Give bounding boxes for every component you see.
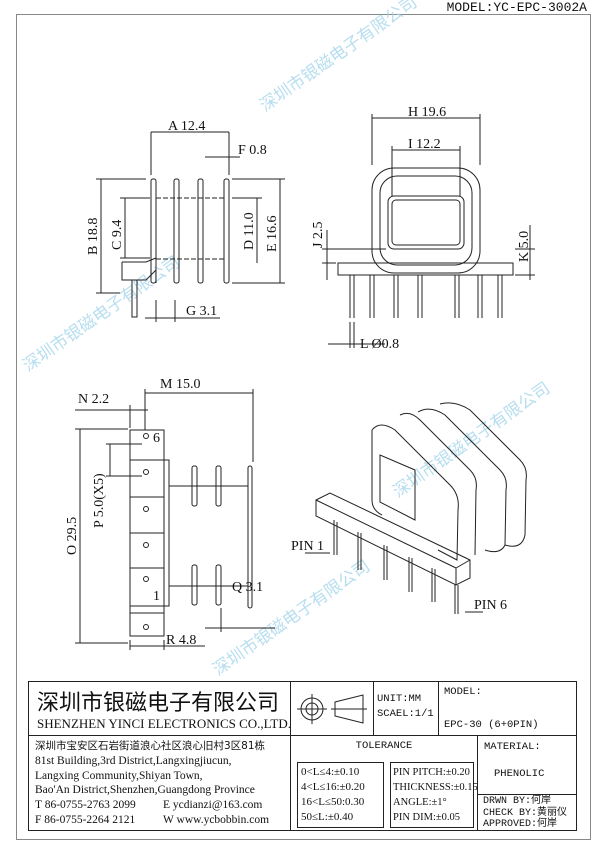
unit-scale-cell: UNIT:MM SCAEL:1/1 — [373, 681, 439, 736]
company-cell: 深圳市银磁电子有限公司 SHENZHEN YINCI ELECTRONICS C… — [28, 681, 291, 736]
material-value: PHENOLIC — [494, 767, 545, 780]
iso-pins — [333, 520, 459, 614]
dim-g: G 3.1 — [186, 304, 217, 319]
material-cell: MATERIAL: PHENOLIC — [477, 735, 577, 795]
email: E ycdianzi@163.com — [163, 799, 263, 812]
dim-n: N 2.2 — [78, 392, 109, 407]
dim-d: D 11.0 — [242, 212, 257, 250]
pin-view: M 15.0 N 2.2 O 29.5 P 5.0(X5) Q 3.1 R 4.… — [65, 377, 275, 650]
tolerance-other-list: PIN PITCH:±0.20 THICKNESS:±0.15 ANGLE:±1… — [390, 762, 478, 828]
isometric-view: PIN 1 PIN 6 — [291, 402, 527, 614]
model-value: EPC-30 (6+0PIN) — [444, 718, 539, 731]
tolerance-cell: TOLERANCE 0<L≤4:±0.10 4<L≤16:±0.20 16<L≤… — [290, 735, 478, 831]
model-label: MODEL: — [444, 686, 482, 698]
tolerance-item: PIN DIM:±0.05 — [393, 812, 461, 823]
tolerance-item: 4<L≤16:±0.20 — [301, 781, 365, 793]
approved-by: APPROVED:何岸 — [483, 819, 558, 830]
dim-j: J 2.5 — [311, 222, 326, 248]
technical-drawing: 深圳市银磁电子有限公司 深圳市银磁电子有限公司 深圳市银磁电子有限公司 深圳市银… — [19, 0, 553, 679]
pin1-number: 1 — [153, 589, 160, 604]
watermark: 深圳市银磁电子有限公司 — [209, 556, 373, 679]
dim-i: I 12.2 — [408, 137, 441, 152]
third-angle-projection-icon — [297, 694, 367, 724]
title-block: 深圳市银磁电子有限公司 SHENZHEN YINCI ELECTRONICS C… — [28, 681, 577, 831]
projection-symbol-cell — [290, 681, 374, 736]
fax: F 86-0755-2264 2121 — [35, 813, 136, 826]
material-label: MATERIAL: — [484, 741, 541, 753]
pin6-label: PIN 6 — [474, 598, 507, 613]
model-cell: MODEL: EPC-30 (6+0PIN) — [438, 681, 577, 736]
dim-f: F 0.8 — [238, 143, 267, 158]
dim-b: B 18.8 — [86, 218, 101, 255]
model-header: MODEL:YC-EPC-3002A — [446, 0, 587, 15]
dim-e: E 16.6 — [265, 215, 280, 252]
unit-label: UNIT:MM — [377, 693, 422, 705]
pins — [349, 275, 503, 318]
company-name-cn: 深圳市银磁电子有限公司 — [37, 691, 280, 716]
watermarks: 深圳市银磁电子有限公司 深圳市银磁电子有限公司 深圳市银磁电子有限公司 深圳市银… — [19, 0, 553, 679]
address-line: Langxing Community,Shiyan Town, — [35, 769, 203, 782]
pin1-label: PIN 1 — [291, 539, 324, 554]
address-cn: 深圳市宝安区石岩街道浪心社区浪心旧村3区81栋 — [35, 740, 266, 752]
watermark: 深圳市银磁电子有限公司 — [256, 0, 420, 115]
phone: T 86-0755-2763 2099 — [35, 799, 136, 812]
tolerance-title: TOLERANCE — [355, 740, 413, 752]
checked-by: CHECK BY:黄丽仪 — [483, 807, 568, 819]
company-name-en: SHENZHEN YINCI ELECTRONICS CO.,LTD. — [37, 716, 291, 731]
dim-r: R 4.8 — [166, 633, 196, 648]
dim-q: Q 3.1 — [232, 580, 263, 595]
watermark: 深圳市银磁电子有限公司 — [389, 378, 553, 501]
tolerance-item: 50≤L:±0.40 — [301, 811, 354, 823]
tolerance-item: 0<L≤4:±0.10 — [301, 766, 360, 778]
address-line: Bao'An District,Shenzhen,Guangdong Provi… — [35, 784, 255, 797]
address-line: 81st Building,3rd District,Langxingjiucu… — [35, 754, 232, 767]
address-cell: 深圳市宝安区石岩街道浪心社区浪心旧村3区81栋 81st Building,3r… — [28, 735, 291, 831]
dim-k: K 5.0 — [517, 231, 532, 262]
tolerance-length-list: 0<L≤4:±0.10 4<L≤16:±0.20 16<L≤50:0.30 50… — [297, 762, 384, 828]
front-view: H 19.6 I 12.2 J 2.5 K 5.0 L Ø0.8 — [311, 105, 535, 352]
approval-cell: DRWN BY:何岸 CHECK BY:黄丽仪 APPROVED:何岸 — [477, 794, 577, 831]
dim-p: P 5.0(X5) — [92, 473, 107, 528]
drawn-by: DRWN BY:何岸 — [483, 796, 552, 807]
side-view: A 12.4 F 0.8 B 18.8 C 9.4 D 11.0 E 16.6 … — [86, 119, 285, 322]
dim-h: H 19.6 — [408, 105, 446, 120]
dim-m: M 15.0 — [160, 377, 200, 392]
dim-a: A 12.4 — [168, 119, 205, 134]
tolerance-item: THICKNESS:±0.15 — [393, 782, 478, 793]
dim-c: C 9.4 — [110, 220, 125, 250]
dim-l: L Ø0.8 — [360, 337, 399, 352]
scale-label: SCAEL:1/1 — [377, 707, 434, 720]
pin6-number: 6 — [153, 431, 160, 446]
tolerance-item: ANGLE:±1° — [393, 797, 447, 808]
drawing-frame — [16, 14, 591, 840]
tolerance-item: PIN PITCH:±0.20 — [393, 767, 470, 778]
dim-o: O 29.5 — [65, 517, 80, 555]
tolerance-item: 16<L≤50:0.30 — [301, 796, 365, 808]
website: W www.ycbobbin.com — [163, 813, 270, 826]
